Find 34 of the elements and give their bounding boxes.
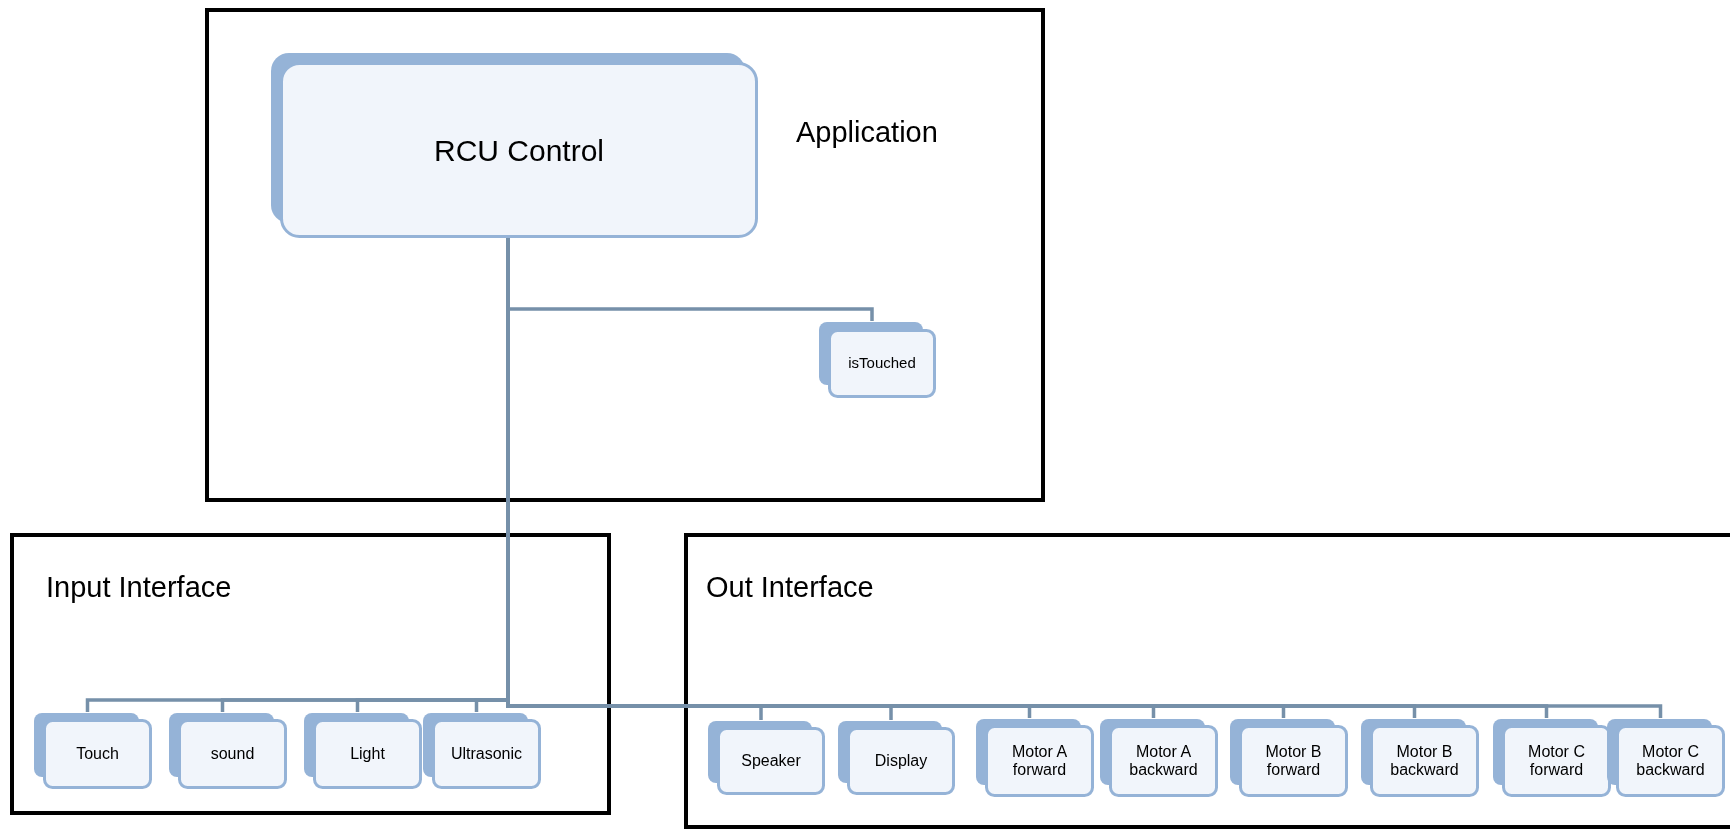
box-label: RCU Control [432,132,605,169]
section-heading: Out Interface [706,571,874,604]
box-label: Motor B forward [1264,742,1323,780]
motor-box [1099,718,1218,797]
box-label: Speaker [740,751,802,772]
output-interface-frame [684,533,1730,829]
input-interface-frame [10,533,611,815]
box-label: Light [349,744,386,765]
section-heading: Application [796,116,938,149]
sensor-box [33,712,152,789]
output-box [707,720,825,795]
motor-box [1492,718,1611,797]
box-label: Motor C forward [1527,742,1586,780]
motor-box [1360,718,1479,797]
box-label: Motor A forward [1010,742,1069,780]
box-label: isTouched [847,353,917,374]
box-label: Touch [75,744,120,765]
box-label: Ultrasonic [449,744,524,765]
box-label: Motor A backward [1128,742,1199,780]
motor-box [1606,718,1725,797]
function-box [818,321,936,398]
application-frame [205,8,1045,502]
motor-box [1229,718,1348,797]
motor-box [975,718,1094,797]
box-label: sound [209,744,256,765]
section-heading: Input Interface [46,571,232,604]
box-label: Display [873,751,929,772]
box-label: Motor C backward [1635,742,1706,780]
sensor-box [422,712,541,789]
sensor-box [303,712,422,789]
control-box [270,52,758,238]
box-label: Motor B backward [1389,742,1460,780]
sensor-box [168,712,287,789]
output-box [837,720,955,795]
